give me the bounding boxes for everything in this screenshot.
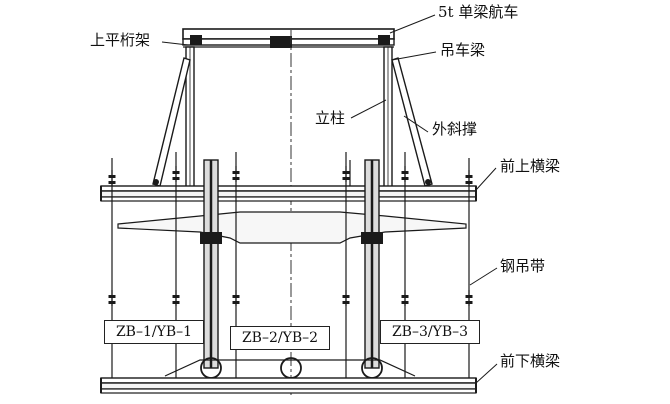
front-upper-beam <box>100 185 477 202</box>
box-label-middle: ZB–2/YB–2 <box>230 326 330 350</box>
label-front-upper-beam: 前上横梁 <box>500 157 561 175</box>
label-front-lower-beam: 前下横梁 <box>500 352 561 370</box>
label-column: 立柱 <box>315 109 346 127</box>
inner-hanger-left <box>200 159 222 379</box>
crane-beam <box>182 28 395 48</box>
front-lower-beam <box>100 359 477 394</box>
right-column <box>383 46 393 188</box>
label-hoist-beam: 吊车梁 <box>440 41 486 59</box>
label-upper-truss: 上平桁架 <box>90 31 151 49</box>
box-girder-section <box>117 211 467 244</box>
leader-lines <box>161 14 498 384</box>
label-crane: 5t 单梁航车 <box>438 3 519 21</box>
label-outer-brace: 外斜撑 <box>432 120 478 138</box>
suspender-rods <box>111 152 470 385</box>
box-label-right: ZB–3/YB–3 <box>380 320 480 344</box>
box-label-left: ZB–1/YB–1 <box>104 320 204 344</box>
label-steel-strap: 钢吊带 <box>500 257 546 275</box>
